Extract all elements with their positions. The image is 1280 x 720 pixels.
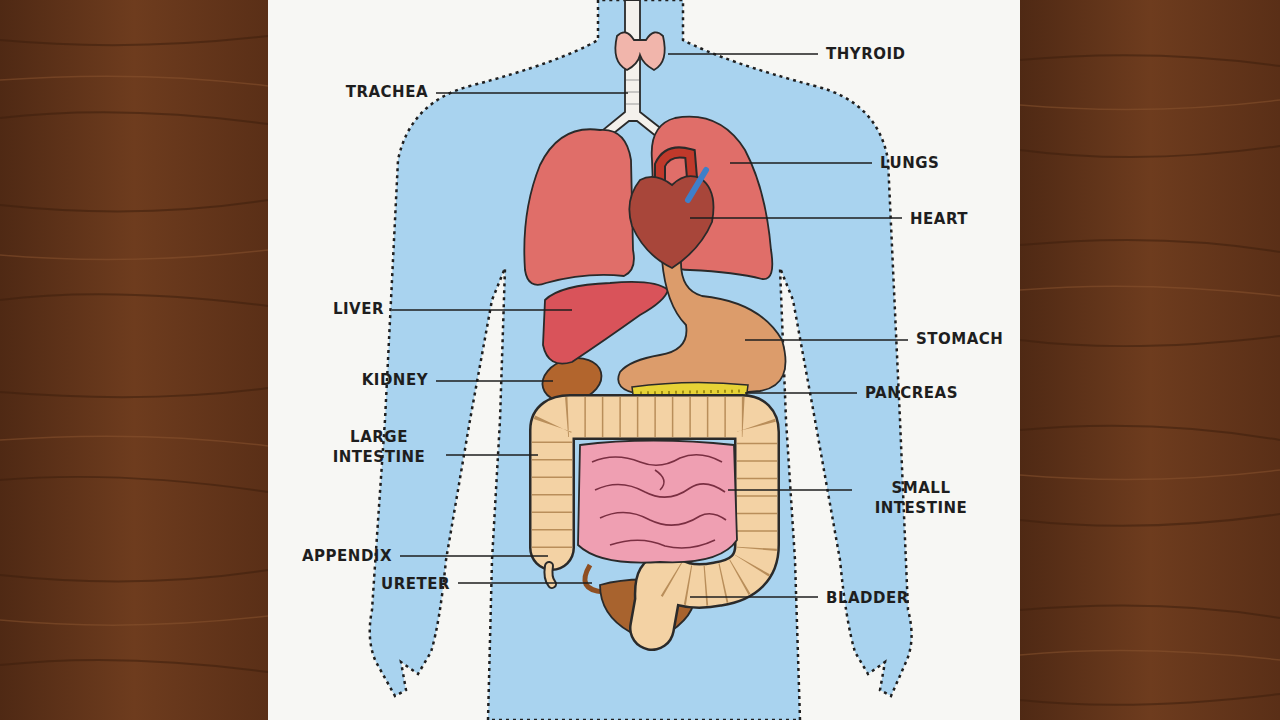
trachea [598,0,668,141]
wood-grain [1020,426,1280,440]
leader-line [690,596,818,598]
haustra [552,417,757,586]
intestine-coils [592,455,726,548]
intestine-coil [610,540,715,548]
wood-grain [0,570,268,581]
organ-label: HEART [910,209,968,229]
wood-grain [1020,55,1280,66]
wood-grain [0,616,268,625]
wood-grain [1020,146,1280,157]
wood-grain [1020,100,1280,109]
organ-label: THYROID [826,44,905,64]
stomach [618,260,785,395]
organ-label: PANCREAS [865,383,958,403]
organ-label: APPENDIX [302,546,392,566]
wood-grain [1020,651,1280,660]
intestine-coil [592,455,722,465]
organ-label: LARGE INTESTINE [320,427,438,467]
intestine-coil [655,470,664,490]
organ-label: KIDNEY [362,370,428,390]
wood-grain [1020,286,1280,296]
trachea-ring [626,80,639,81]
trachea-ring [626,104,639,105]
leader-line [728,489,852,491]
organ-label: SMALL INTESTINE [860,478,982,518]
leader-line [436,92,628,94]
appendix-outline [548,566,552,584]
left-lung [524,129,634,285]
body-outline [370,0,912,720]
pancreas-texture [640,391,740,393]
wood-grain [0,436,268,446]
liver [543,282,668,364]
leader-line [730,162,872,164]
wood-grain [0,112,268,124]
organ-label: STOMACH [916,329,1003,349]
organ-label: LUNGS [880,153,939,173]
wood-grain [0,388,268,397]
leader-line [745,392,857,394]
wood-grain [1020,514,1280,526]
leader-line [668,53,818,55]
organ-label: TRACHEA [346,82,428,102]
organ-label: URETER [381,574,450,594]
heart [629,176,713,268]
organ-label: BLADDER [826,588,909,608]
wood-table [0,0,268,720]
wood-grain [0,200,268,211]
leader-line [400,555,548,557]
wood-grain [0,250,268,259]
wood-grain [0,660,268,672]
wood-grain [1020,694,1280,705]
paper-sheet [268,0,1020,720]
leader-line [392,309,572,311]
vein [688,170,706,200]
wood-grain [1020,240,1280,252]
appendix [548,566,552,584]
wood-grain [1020,470,1280,479]
wood-grain [1020,336,1280,346]
thyroid [615,32,664,70]
wood-table [1020,0,1280,720]
wood-grain [0,477,268,492]
intestine-coil [595,484,725,497]
wood-grain [0,76,268,86]
small-intestine [578,441,737,563]
wood-grain [0,294,268,306]
wood-grain [0,36,268,45]
leader-line [458,582,592,584]
leader-lines [392,54,908,597]
wood-grain [1020,606,1280,619]
intestine-coil [600,512,726,525]
leader-line [436,380,553,382]
trachea-rings [626,80,639,104]
leader-line [690,217,902,219]
leader-line [446,454,538,456]
organ-label: LIVER [333,299,384,319]
leader-line [745,339,908,341]
